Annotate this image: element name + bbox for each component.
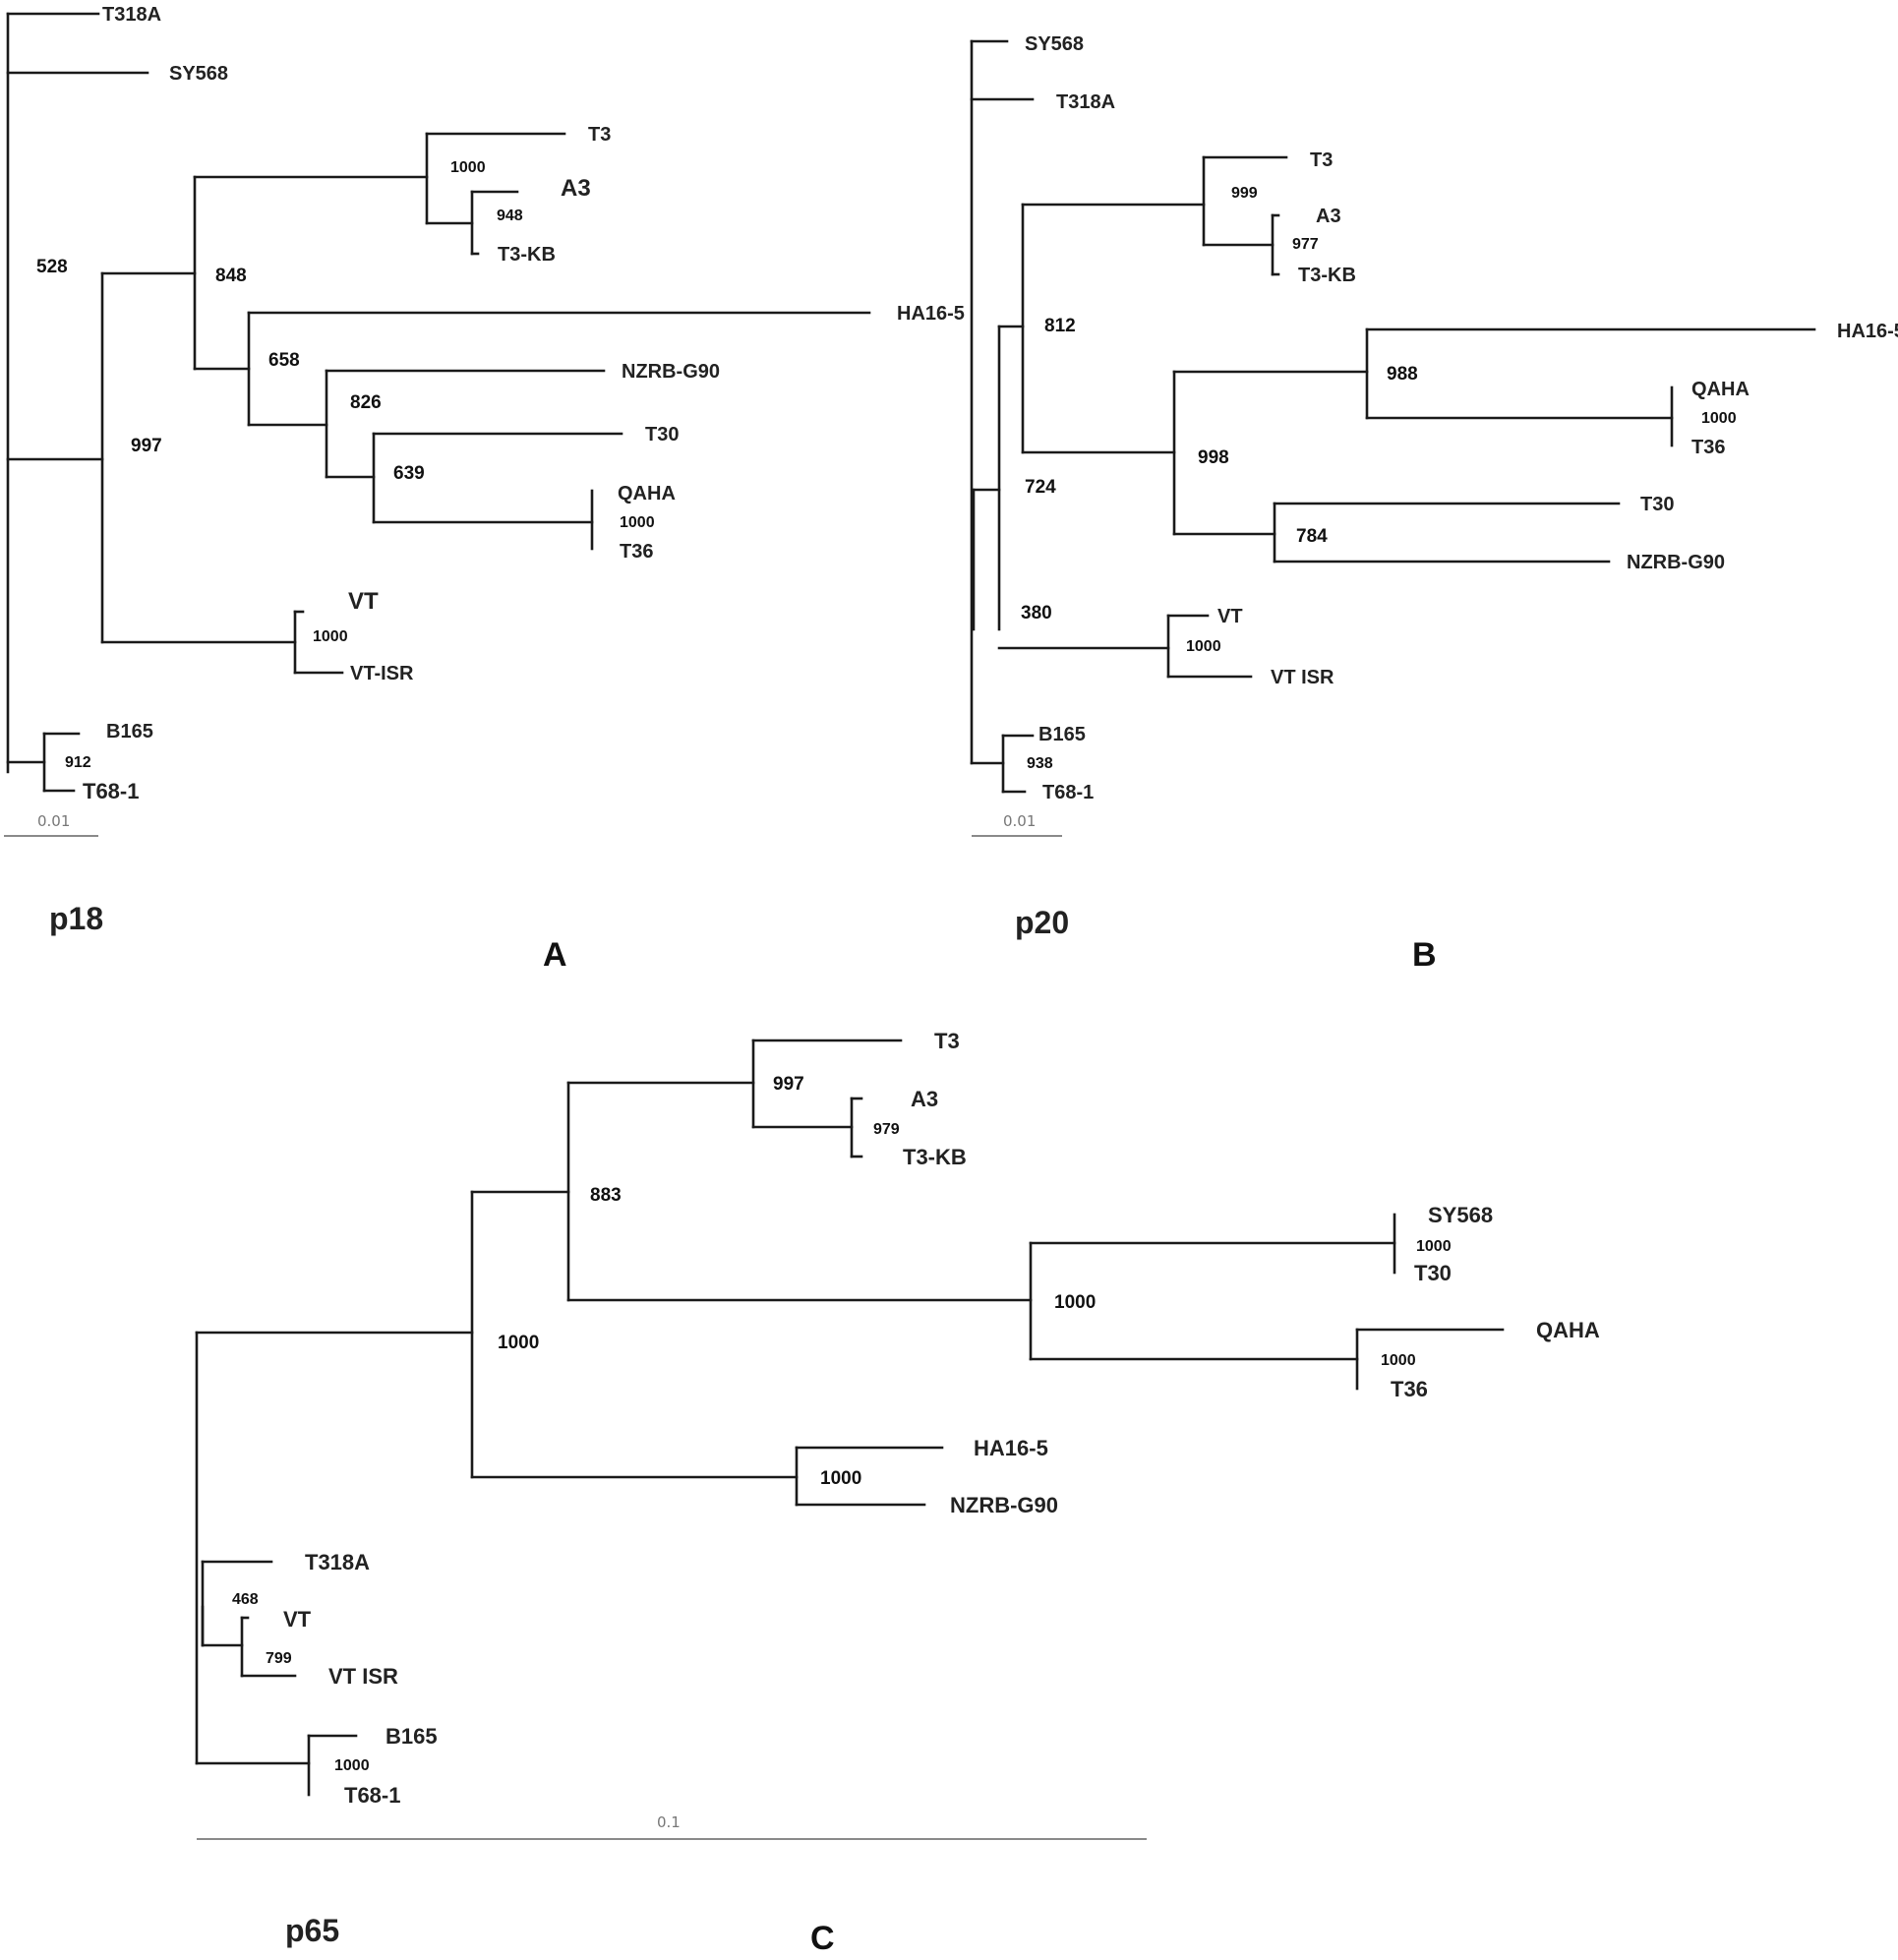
tree-a-tip-vt: VT [348,588,379,615]
tree-b-tip-t30: T30 [1640,494,1674,515]
tree-a-tip-b165: B165 [106,721,153,742]
tree-b-tip-sy568: SY568 [1025,33,1084,55]
tree-a-bootstrap-948: 948 [497,208,523,224]
tree-b-bootstrap-812: 812 [1044,316,1076,336]
tree-a-tip-vt-isr: VT-ISR [350,663,414,684]
tree-b-tip-a3: A3 [1316,206,1341,227]
tree-b-tip-t36: T36 [1691,437,1725,458]
tree-a-tip-t3: T3 [588,124,611,146]
tree-b-tip-ha16-5: HA16-5 [1837,321,1898,342]
tree-a-bootstrap-912: 912 [65,754,91,771]
tree-a-bootstrap-658: 658 [268,350,300,371]
tree-b-tip-vt-isr: VT ISR [1271,667,1335,688]
tree-c-bootstrap-1000-ingroup: 1000 [498,1333,539,1353]
tree-b-bootstrap-1000-vt: 1000 [1186,638,1221,655]
tree-a-scale-label: 0.01 [37,812,70,830]
tree-c-tip-t36: T36 [1391,1377,1428,1401]
tree-b-bootstrap-380: 380 [1021,603,1052,624]
tree-a-tip-t68-1: T68-1 [83,779,139,803]
tree-b-tip-t68-1: T68-1 [1042,782,1094,803]
tree-a-bootstrap-1000-t3: 1000 [450,159,486,176]
tree-a-tip-a3: A3 [561,175,591,202]
tree-panel-b: 0.01 SY568 T318A T3 A3 T3-KB HA16-5 QAHA… [970,33,1898,974]
tree-b-tip-t3-kb: T3-KB [1298,265,1356,286]
tree-a-tip-t318a: T318A [102,4,161,26]
tree-b-bootstrap-938: 938 [1027,755,1053,772]
tree-c-bootstrap-1000-b165: 1000 [334,1757,370,1774]
tree-c-scale-label: 0.1 [657,1813,681,1831]
tree-c-tip-ha16-5: HA16-5 [974,1436,1048,1460]
tree-c-tip-b165: B165 [386,1724,438,1749]
panel-letter-b: B [1412,936,1437,974]
tree-b-tip-nzrb-g90: NZRB-G90 [1627,552,1725,573]
panel-letter-a: A [543,936,567,974]
tree-b-title: p20 [1015,905,1069,940]
tree-a-bootstrap-1000-qaha: 1000 [620,514,655,531]
tree-c-title: p65 [285,1913,339,1948]
tree-c-bootstrap-979: 979 [873,1121,900,1138]
tree-a-tip-t30: T30 [645,424,679,445]
tree-a-tip-sy568: SY568 [169,63,228,85]
tree-b-bootstrap-977: 977 [1292,236,1319,253]
tree-a-tip-t3-kb: T3-KB [498,244,556,266]
tree-a-bootstrap-1000-vt: 1000 [313,628,348,645]
tree-b-tip-t3: T3 [1310,149,1333,171]
tree-a-title: p18 [49,901,103,936]
tree-b-bootstrap-999: 999 [1231,185,1258,202]
tree-b-bootstrap-1000-qaha: 1000 [1701,410,1737,427]
tree-c-bootstrap-997: 997 [773,1074,804,1095]
tree-c-bootstrap-468: 468 [232,1591,259,1608]
tree-c-bootstrap-883: 883 [590,1185,622,1206]
tree-a-tip-nzrb-g90: NZRB-G90 [622,361,720,383]
tree-c-tip-t30: T30 [1414,1261,1452,1285]
tree-c-bootstrap-1000-qaha-clade: 1000 [1054,1292,1096,1313]
tree-panel-c: 0.1 T3 A3 T3-KB SY568 T30 QAHA T36 HA16-… [195,1029,1600,1957]
tree-c-tip-vt-isr: VT ISR [328,1664,398,1689]
tree-c-tip-t3: T3 [934,1029,960,1053]
tree-a-bootstrap-639: 639 [393,463,425,484]
tree-c-tip-vt: VT [283,1607,312,1632]
tree-b-bootstrap-988: 988 [1387,364,1418,385]
panel-letter-c: C [810,1920,835,1957]
tree-a-bootstrap-826: 826 [350,392,382,413]
tree-c-bootstrap-1000-sy568: 1000 [1416,1238,1452,1255]
tree-c-tip-qaha: QAHA [1536,1318,1600,1342]
tree-a-bootstrap-848: 848 [215,266,247,286]
tree-c-bootstrap-1000-ha16: 1000 [820,1468,861,1489]
tree-b-scale-label: 0.01 [1003,812,1036,830]
tree-c-tip-t318a: T318A [305,1550,370,1574]
tree-c-tip-t3-kb: T3-KB [903,1145,967,1169]
tree-c-tip-a3: A3 [911,1087,938,1111]
tree-c-bootstrap-799: 799 [266,1650,292,1667]
tree-a-tip-ha16-5: HA16-5 [897,303,965,325]
tree-a-tip-t36: T36 [620,541,653,563]
tree-b-tip-t318a: T318A [1056,91,1115,113]
tree-a-tip-qaha: QAHA [618,483,676,505]
tree-c-tip-nzrb-g90: NZRB-G90 [950,1493,1058,1517]
tree-a-branches [6,12,871,793]
tree-b-tip-vt: VT [1217,606,1243,627]
tree-b-branches [970,39,1816,794]
tree-c-bootstrap-1000-t36: 1000 [1381,1352,1416,1369]
tree-b-bootstrap-724: 724 [1025,477,1056,498]
tree-c-tip-t68-1: T68-1 [344,1783,400,1808]
tree-b-tip-b165: B165 [1038,724,1086,745]
tree-b-bootstrap-998: 998 [1198,447,1229,468]
tree-b-tip-qaha: QAHA [1691,379,1750,400]
tree-b-bootstrap-784: 784 [1296,526,1328,547]
tree-c-branches [195,1039,1505,1797]
tree-a-bootstrap-528: 528 [36,257,68,277]
tree-a-bootstrap-997: 997 [131,436,162,456]
tree-panel-a: 0.01 T318A SY568 T3 A3 T3-KB HA16-5 NZRB… [4,4,965,974]
tree-c-tip-sy568: SY568 [1428,1203,1493,1227]
